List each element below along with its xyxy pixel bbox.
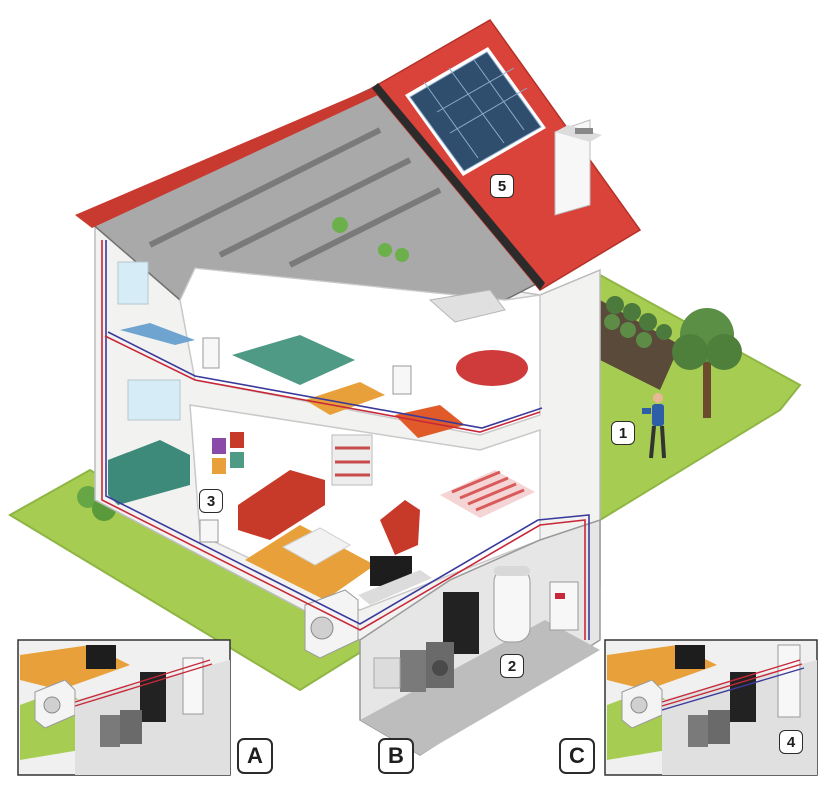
wall-art [212,432,244,474]
tree [672,308,742,418]
variant-label-b: B [378,738,414,774]
kitchen-window [127,379,181,421]
boiler-unit [549,581,579,631]
radiator-icon [199,337,412,543]
heating-pipes [101,240,590,640]
dining-table-round [456,350,528,386]
callout-3: 3 [199,489,223,513]
solar-panel-icon [405,47,546,176]
basement-sink [373,657,401,689]
armchair [380,500,420,555]
callout-5: 5 [490,174,514,198]
coffee-table [281,527,352,566]
chimney [554,119,602,216]
bed [232,335,355,385]
bookshelf [331,434,373,486]
callout-2: 2 [500,654,524,678]
callout-4: 4 [779,730,803,754]
roof-left [75,88,378,228]
sofa [238,470,325,540]
underfloor-heating-icon [440,470,535,518]
kitchen-counter [108,440,190,505]
callout-1: 1 [611,421,635,445]
washing-machines [400,642,454,692]
variant-label-c: C [559,738,595,774]
bedroom-rug [305,382,385,415]
bathroom-window [117,261,149,305]
desk [428,289,506,323]
vegetable-garden [600,296,680,390]
tv-stand [358,570,432,605]
dining-table [395,405,465,438]
installer-person [642,393,666,459]
roof-edge [372,83,545,290]
attic-rafters [148,127,442,268]
variant-label-a: A [237,738,273,774]
inset-panel-left [17,639,231,776]
basement-floor [360,620,600,755]
bathroom-floor [120,323,195,345]
inset-panel-right [604,639,818,776]
hot-water-cylinder-icon [493,566,531,643]
upstairs-plants [332,217,409,262]
heat-pump-icon [304,589,359,659]
